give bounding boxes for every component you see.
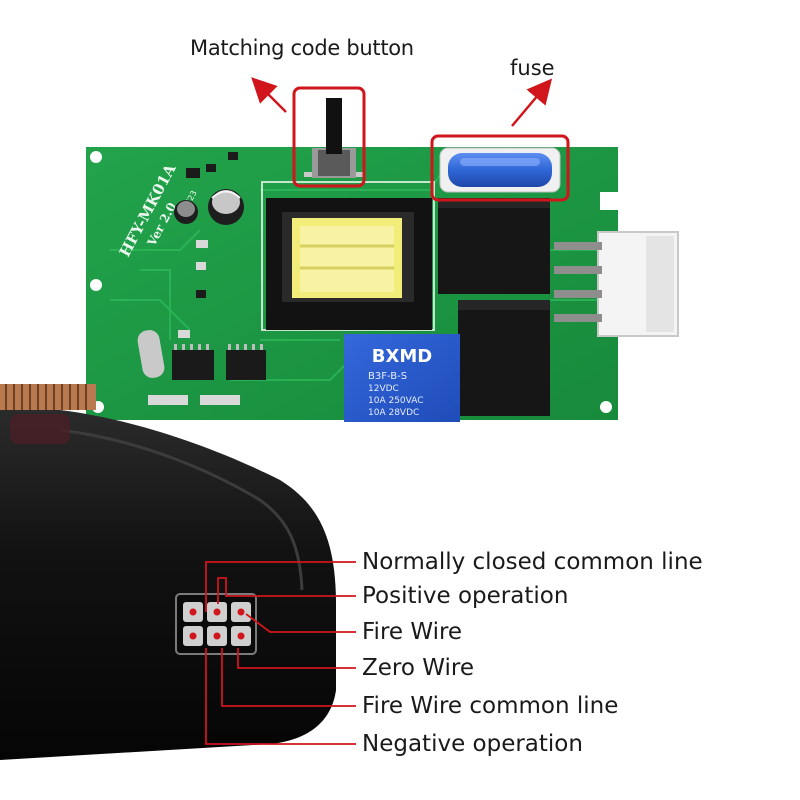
relay-rating-ac: 10A 250VAC bbox=[368, 396, 424, 406]
antenna-coil bbox=[0, 384, 96, 410]
receiver-housing bbox=[0, 410, 336, 760]
capacitor-small bbox=[174, 200, 198, 224]
capacitor-large bbox=[208, 189, 244, 225]
pin-label-normally-closed-common-line: Normally closed common line bbox=[362, 549, 703, 575]
pin-label-positive-operation: Positive operation bbox=[362, 583, 569, 609]
fuse-label: fuse bbox=[510, 56, 555, 80]
leader-fire-wire bbox=[245, 613, 356, 633]
pin-label-fire-wire: Fire Wire bbox=[362, 619, 463, 645]
matching-code-arrow bbox=[251, 77, 287, 113]
leader-negative-operation bbox=[205, 648, 356, 745]
matching-code-button-part bbox=[304, 98, 364, 178]
leader-zero-wire bbox=[237, 648, 356, 669]
fuse-highlight bbox=[430, 134, 570, 202]
relay-rating-dc: 10A 28VDC bbox=[368, 408, 419, 418]
fuse-part bbox=[439, 147, 561, 193]
relay-black-top bbox=[438, 198, 550, 294]
leader-fire-wire-common bbox=[221, 648, 356, 707]
relay-black-bottom bbox=[458, 300, 550, 416]
leader-normally-closed bbox=[205, 561, 356, 612]
pin-label-negative-operation: Negative operation bbox=[362, 731, 583, 757]
relay-blue: BXMD B3F-B-S 12VDC 10A 250VAC 10A 28VDC bbox=[344, 334, 460, 422]
fuse-arrow bbox=[511, 78, 553, 127]
transformer bbox=[266, 198, 432, 330]
leader-positive-operation bbox=[217, 577, 356, 604]
matching-code-button-highlight bbox=[292, 86, 366, 188]
pin-leader-lines bbox=[205, 561, 356, 745]
terminal-connector bbox=[554, 231, 679, 337]
relay-brand: BXMD bbox=[372, 346, 432, 367]
smd-components bbox=[148, 152, 240, 405]
crystal-oscillator bbox=[137, 330, 165, 378]
relay-coil: 12VDC bbox=[368, 384, 399, 394]
matching-code-button-label: Matching code button bbox=[190, 36, 414, 60]
ic-chips bbox=[172, 344, 266, 380]
pin-label-fire-wire-common-line: Fire Wire common line bbox=[362, 693, 619, 719]
relay-model: B3F-B-S bbox=[368, 371, 407, 382]
pin-label-zero-wire: Zero Wire bbox=[362, 655, 474, 681]
